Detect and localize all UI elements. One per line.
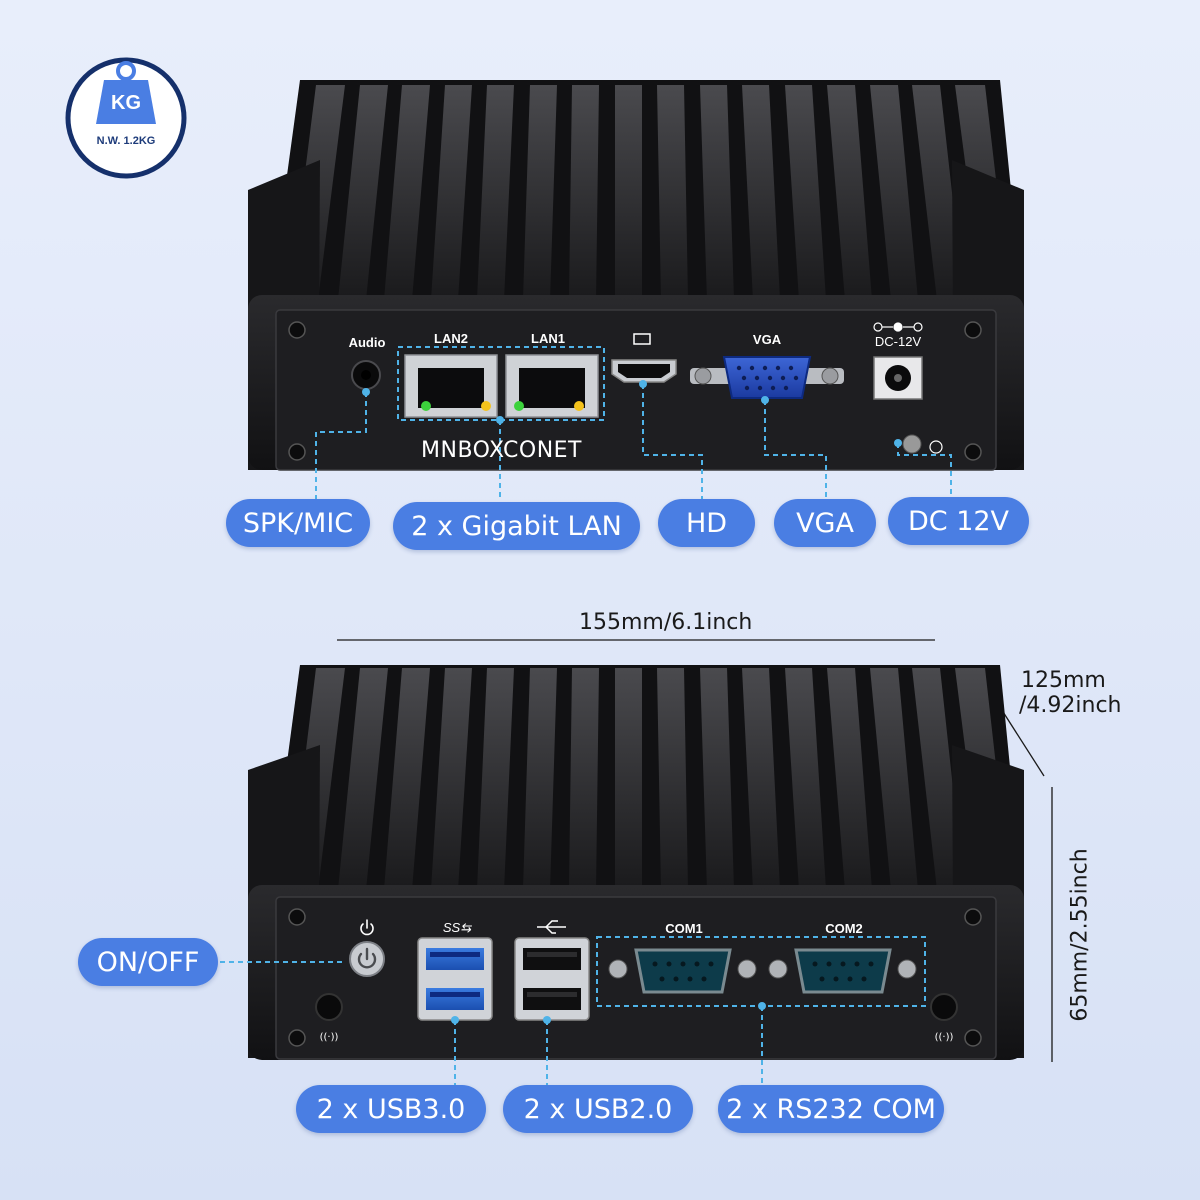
vga-label: VGA <box>752 332 782 347</box>
audio-label: Audio <box>348 335 386 350</box>
bottom-device-fins <box>289 668 1010 890</box>
callout-gigabit-lan: 2 x Gigabit LAN <box>393 502 640 550</box>
dc-label: DC-12V <box>874 334 922 349</box>
com2-port <box>768 948 917 994</box>
dc-polarity-icon <box>873 322 923 332</box>
bottom-leader-lines <box>220 961 763 1088</box>
svg-text:((·)): ((·)) <box>320 1032 339 1043</box>
top-device <box>248 80 1024 500</box>
svg-text:((·)): ((·)) <box>935 1032 954 1043</box>
top-leader-lines <box>315 384 952 500</box>
callout-rs232-com: 2 x RS232 COM <box>718 1085 944 1133</box>
com2-label: COM2 <box>825 921 863 936</box>
weight-icon <box>96 61 156 124</box>
depth-dimension-value: 125mm <box>1021 668 1106 693</box>
height-dimension: 65mm/2.55inch <box>1067 848 1093 1022</box>
callout-usb3: 2 x USB3.0 <box>296 1085 486 1133</box>
callout-dc-12v: DC 12V <box>888 497 1029 545</box>
callout-vga: VGA <box>774 499 876 547</box>
audio-jack <box>351 360 381 390</box>
com1-port <box>608 948 757 994</box>
lan1-port <box>505 354 599 418</box>
antenna-port-left: ((·)) <box>315 993 343 1043</box>
lan2-label: LAN2 <box>434 331 468 346</box>
usb3-logo-icon: SS⇆ <box>442 920 472 935</box>
power-icon <box>357 947 377 969</box>
antenna-port-right: ((·)) <box>930 993 958 1043</box>
hd-logo-icon <box>633 333 651 345</box>
dc-jack <box>873 322 923 400</box>
power-symbol-label-icon <box>360 919 374 936</box>
vga-port <box>690 356 844 399</box>
callout-spk-mic: SPK/MIC <box>226 499 370 547</box>
usb-logo-icon <box>537 920 566 934</box>
callout-on-off: ON/OFF <box>78 938 218 986</box>
width-dimension: 155mm/6.1inch <box>579 610 753 635</box>
ground-screw <box>902 434 943 454</box>
depth-dimension-unit: /4.92inch <box>1019 693 1122 718</box>
weight-badge <box>65 57 187 179</box>
com1-label: COM1 <box>665 921 703 936</box>
weight-unit: KG <box>111 92 141 114</box>
usb2-ports <box>514 920 590 1021</box>
top-device-fins <box>270 80 1022 300</box>
bottom-device: ((·)) ((·)) <box>220 665 1024 1088</box>
hdmi-port <box>611 333 677 383</box>
callout-usb2: 2 x USB2.0 <box>503 1085 693 1133</box>
ground-icon <box>929 440 943 454</box>
power-button <box>349 919 385 977</box>
callout-hd: HD <box>658 499 755 547</box>
lan1-label: LAN1 <box>531 331 565 346</box>
usb3-ports <box>417 937 493 1021</box>
weight-caption: N.W. 1.2KG <box>96 135 156 147</box>
lan2-port <box>404 354 498 418</box>
weight-badge-text: KG N.W. 1.2KG <box>66 84 186 164</box>
brand-name: MNBOXCONET <box>421 438 582 463</box>
